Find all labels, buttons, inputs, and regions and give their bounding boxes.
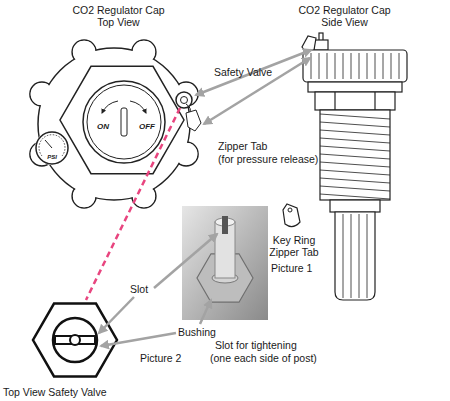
zipper-tab — [186, 110, 201, 131]
thread-section — [320, 110, 390, 200]
safety-valve-top-view — [33, 304, 117, 377]
key-ring-zipper-tab — [283, 204, 300, 227]
on-turn-arrow — [102, 101, 118, 113]
cap-lobe-fill — [31, 83, 53, 105]
valve-slot — [55, 336, 95, 344]
slot-photo — [222, 216, 228, 234]
cap-rim — [38, 48, 190, 200]
valve-center — [70, 335, 80, 345]
cap-lobe-fill — [73, 185, 95, 207]
view-heading: Top View Safety Valve — [3, 386, 107, 398]
dial-inner-ring — [87, 85, 161, 159]
view-heading: CO2 Regulator Cap Side View — [292, 4, 397, 28]
zipper-tab-hole — [288, 208, 292, 212]
part-name: Slot — [130, 283, 148, 295]
photo-background — [182, 206, 268, 320]
callout-arrow — [204, 58, 310, 124]
callout-arrow — [200, 300, 211, 324]
zipper-tab-drawing — [283, 204, 300, 227]
callout-arrow — [101, 333, 176, 346]
cap-lobe-fill — [133, 41, 155, 63]
valve-body-side — [314, 40, 328, 50]
regulator-cap-side-view — [302, 33, 407, 300]
part-name: Zipper Tab — [218, 140, 267, 152]
callout-arrow — [196, 50, 311, 95]
knurl-lines — [311, 53, 399, 79]
regulator-nut — [60, 66, 184, 173]
cap-flange — [308, 82, 402, 92]
hex-section — [315, 92, 395, 110]
picture-caption: Picture 1 — [271, 262, 312, 274]
part-name: Bushing — [178, 326, 216, 338]
note-text: (one each side of post) — [210, 352, 317, 364]
gauge-needle — [45, 140, 52, 148]
gauge-unit-text: PSI — [35, 152, 69, 162]
thread-lines — [320, 114, 390, 199]
cap-lobe-fill — [175, 143, 197, 165]
hex-edges — [335, 92, 375, 110]
pressure-gauge: PSI — [35, 131, 69, 165]
node-outline-circle — [36, 132, 68, 164]
note-text: Slot for tightening — [215, 339, 297, 351]
regulator-cap-top-view — [30, 40, 201, 208]
dial-on-text: ON — [90, 122, 116, 132]
dashed-guide-line — [86, 108, 180, 300]
part-name: Key Ring Zipper Tab — [264, 234, 324, 258]
fin-lines — [343, 214, 367, 298]
valve-post-circle — [53, 318, 97, 362]
note-text: (for pressure release) — [218, 153, 318, 165]
view-heading: CO2 Regulator Cap Top View — [66, 4, 171, 28]
cap-lobe-fill — [133, 185, 155, 207]
callout-arrow — [154, 234, 217, 288]
dial-knob: ON OFF — [82, 80, 166, 164]
dial-grip — [121, 108, 127, 136]
part-name: Safety Valve — [214, 66, 272, 78]
gauge-scale — [39, 135, 65, 156]
cap-neck — [330, 200, 380, 212]
callout-arrow — [99, 297, 134, 333]
picture-caption: Picture 2 — [140, 352, 181, 364]
dial-off-text: OFF — [134, 122, 160, 132]
cap-knurled — [303, 50, 407, 82]
gauge-face — [35, 131, 69, 165]
cap-lobe-fill — [73, 41, 95, 63]
safety-valve-post — [181, 97, 188, 104]
valve-hex — [33, 304, 117, 377]
safety-valve-top — [176, 92, 192, 108]
valve-photo — [182, 206, 268, 320]
dip-tube-fins — [335, 212, 375, 300]
off-turn-arrow — [130, 101, 146, 113]
node-outline-circle — [83, 81, 165, 163]
